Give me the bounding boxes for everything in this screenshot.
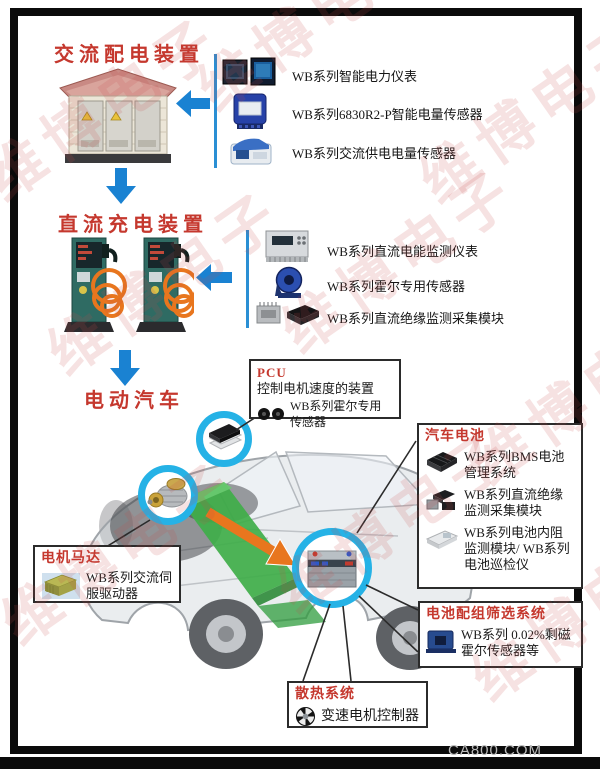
arrow-down-dc-to-ev: [110, 350, 140, 386]
servo-drive-icon: [41, 570, 81, 600]
arrow-left-to-cabinet: [176, 90, 210, 117]
motor-circle-callout: [138, 465, 198, 525]
battery-box-title: 汽车电池: [425, 429, 485, 444]
hall-sensor-pair-icon: [257, 407, 285, 421]
ac-item-label: WB系列智能电力仪表: [292, 69, 417, 84]
ac-item-label: WB系列6830R2-P智能电量传感器: [292, 107, 483, 122]
pcu-circle-callout: [196, 411, 252, 467]
cooling-box-title: 散热系统: [295, 687, 355, 702]
ac-item-label: WB系列交流供电电量传感器: [292, 146, 456, 161]
motor-box-title: 电机马达: [41, 551, 101, 566]
fan-icon: [295, 706, 316, 727]
battery-box-item-label: WB系列直流绝缘监测采集模块: [464, 487, 563, 518]
arrow-left-to-chargers: [196, 264, 232, 291]
hall-sensor-icon: [273, 266, 305, 300]
pcu-box-title: PCU: [257, 365, 287, 380]
ac-divider-line: [214, 54, 217, 168]
battery-sorting-callout-box: 电池配组筛选系统 WB系列 0.02%剩磁霍尔传感器等: [418, 601, 583, 668]
pcu-callout-box: PCU 控制电机速度的装置 WB系列霍尔专用传感器: [249, 359, 401, 429]
dc-item-label: WB系列直流电能监测仪表: [327, 244, 478, 259]
distribution-cabinet-image: [56, 64, 180, 168]
ac-supply-sensor-icon: [229, 135, 273, 168]
dc-item-label: WB系列霍尔专用传感器: [327, 279, 465, 294]
dc-section-title: 直流充电装置: [58, 214, 208, 236]
dc-energy-meter-icon: [264, 229, 310, 263]
pcu-box-desc: 控制电机速度的装置: [257, 381, 375, 396]
arrow-down-ac-to-dc: [106, 168, 136, 204]
dc-item-label: WB系列直流绝缘监测采集模块: [327, 311, 504, 326]
insulation-module-icon: [255, 300, 321, 328]
smart-energy-sensor-icon: [231, 90, 269, 132]
dc-divider-line: [246, 230, 249, 328]
motor-box-label: WB系列交流伺服驱动器: [86, 570, 172, 601]
cooling-callout-box: 散热系统 变速电机控制器: [287, 681, 428, 728]
smart-power-meter-icon: [222, 55, 276, 89]
sorting-box-title: 电池配组筛选系统: [426, 607, 546, 622]
cooling-box-label: 变速电机控制器: [321, 708, 419, 724]
motor-callout-box: 电机马达 WB系列交流伺服驱动器: [33, 545, 181, 603]
charging-stations-image: [62, 234, 194, 338]
battery-box-item-label: WB系列电池内阻监测模块/ WB系列电池巡检仪: [464, 525, 570, 572]
starter-motor-icon: [147, 478, 188, 508]
insulation-modules-icon: [425, 487, 459, 513]
igbt-module-icon: [208, 424, 243, 450]
sorting-box-label: WB系列 0.02%剩磁霍尔传感器等: [461, 627, 571, 658]
pcu-box-sensor-label: WB系列霍尔专用传感器: [290, 399, 382, 429]
ac-section-title: 交流配电装置: [54, 44, 204, 66]
page-border-frame: [10, 8, 582, 754]
resistance-monitor-icon: [425, 525, 459, 551]
car-battery-icon: [307, 550, 357, 588]
battery-circle-callout: [292, 528, 372, 608]
car-battery-callout-box: 汽车电池 WB系列BMS电池管理系统 WB: [417, 423, 583, 589]
ev-section-title: 电动汽车: [84, 390, 184, 412]
residual-hall-sensor-icon: [426, 627, 456, 654]
bottom-black-bar: [0, 757, 600, 769]
battery-box-item-label: WB系列BMS电池管理系统: [464, 449, 565, 480]
bms-module-icon: [425, 449, 459, 474]
